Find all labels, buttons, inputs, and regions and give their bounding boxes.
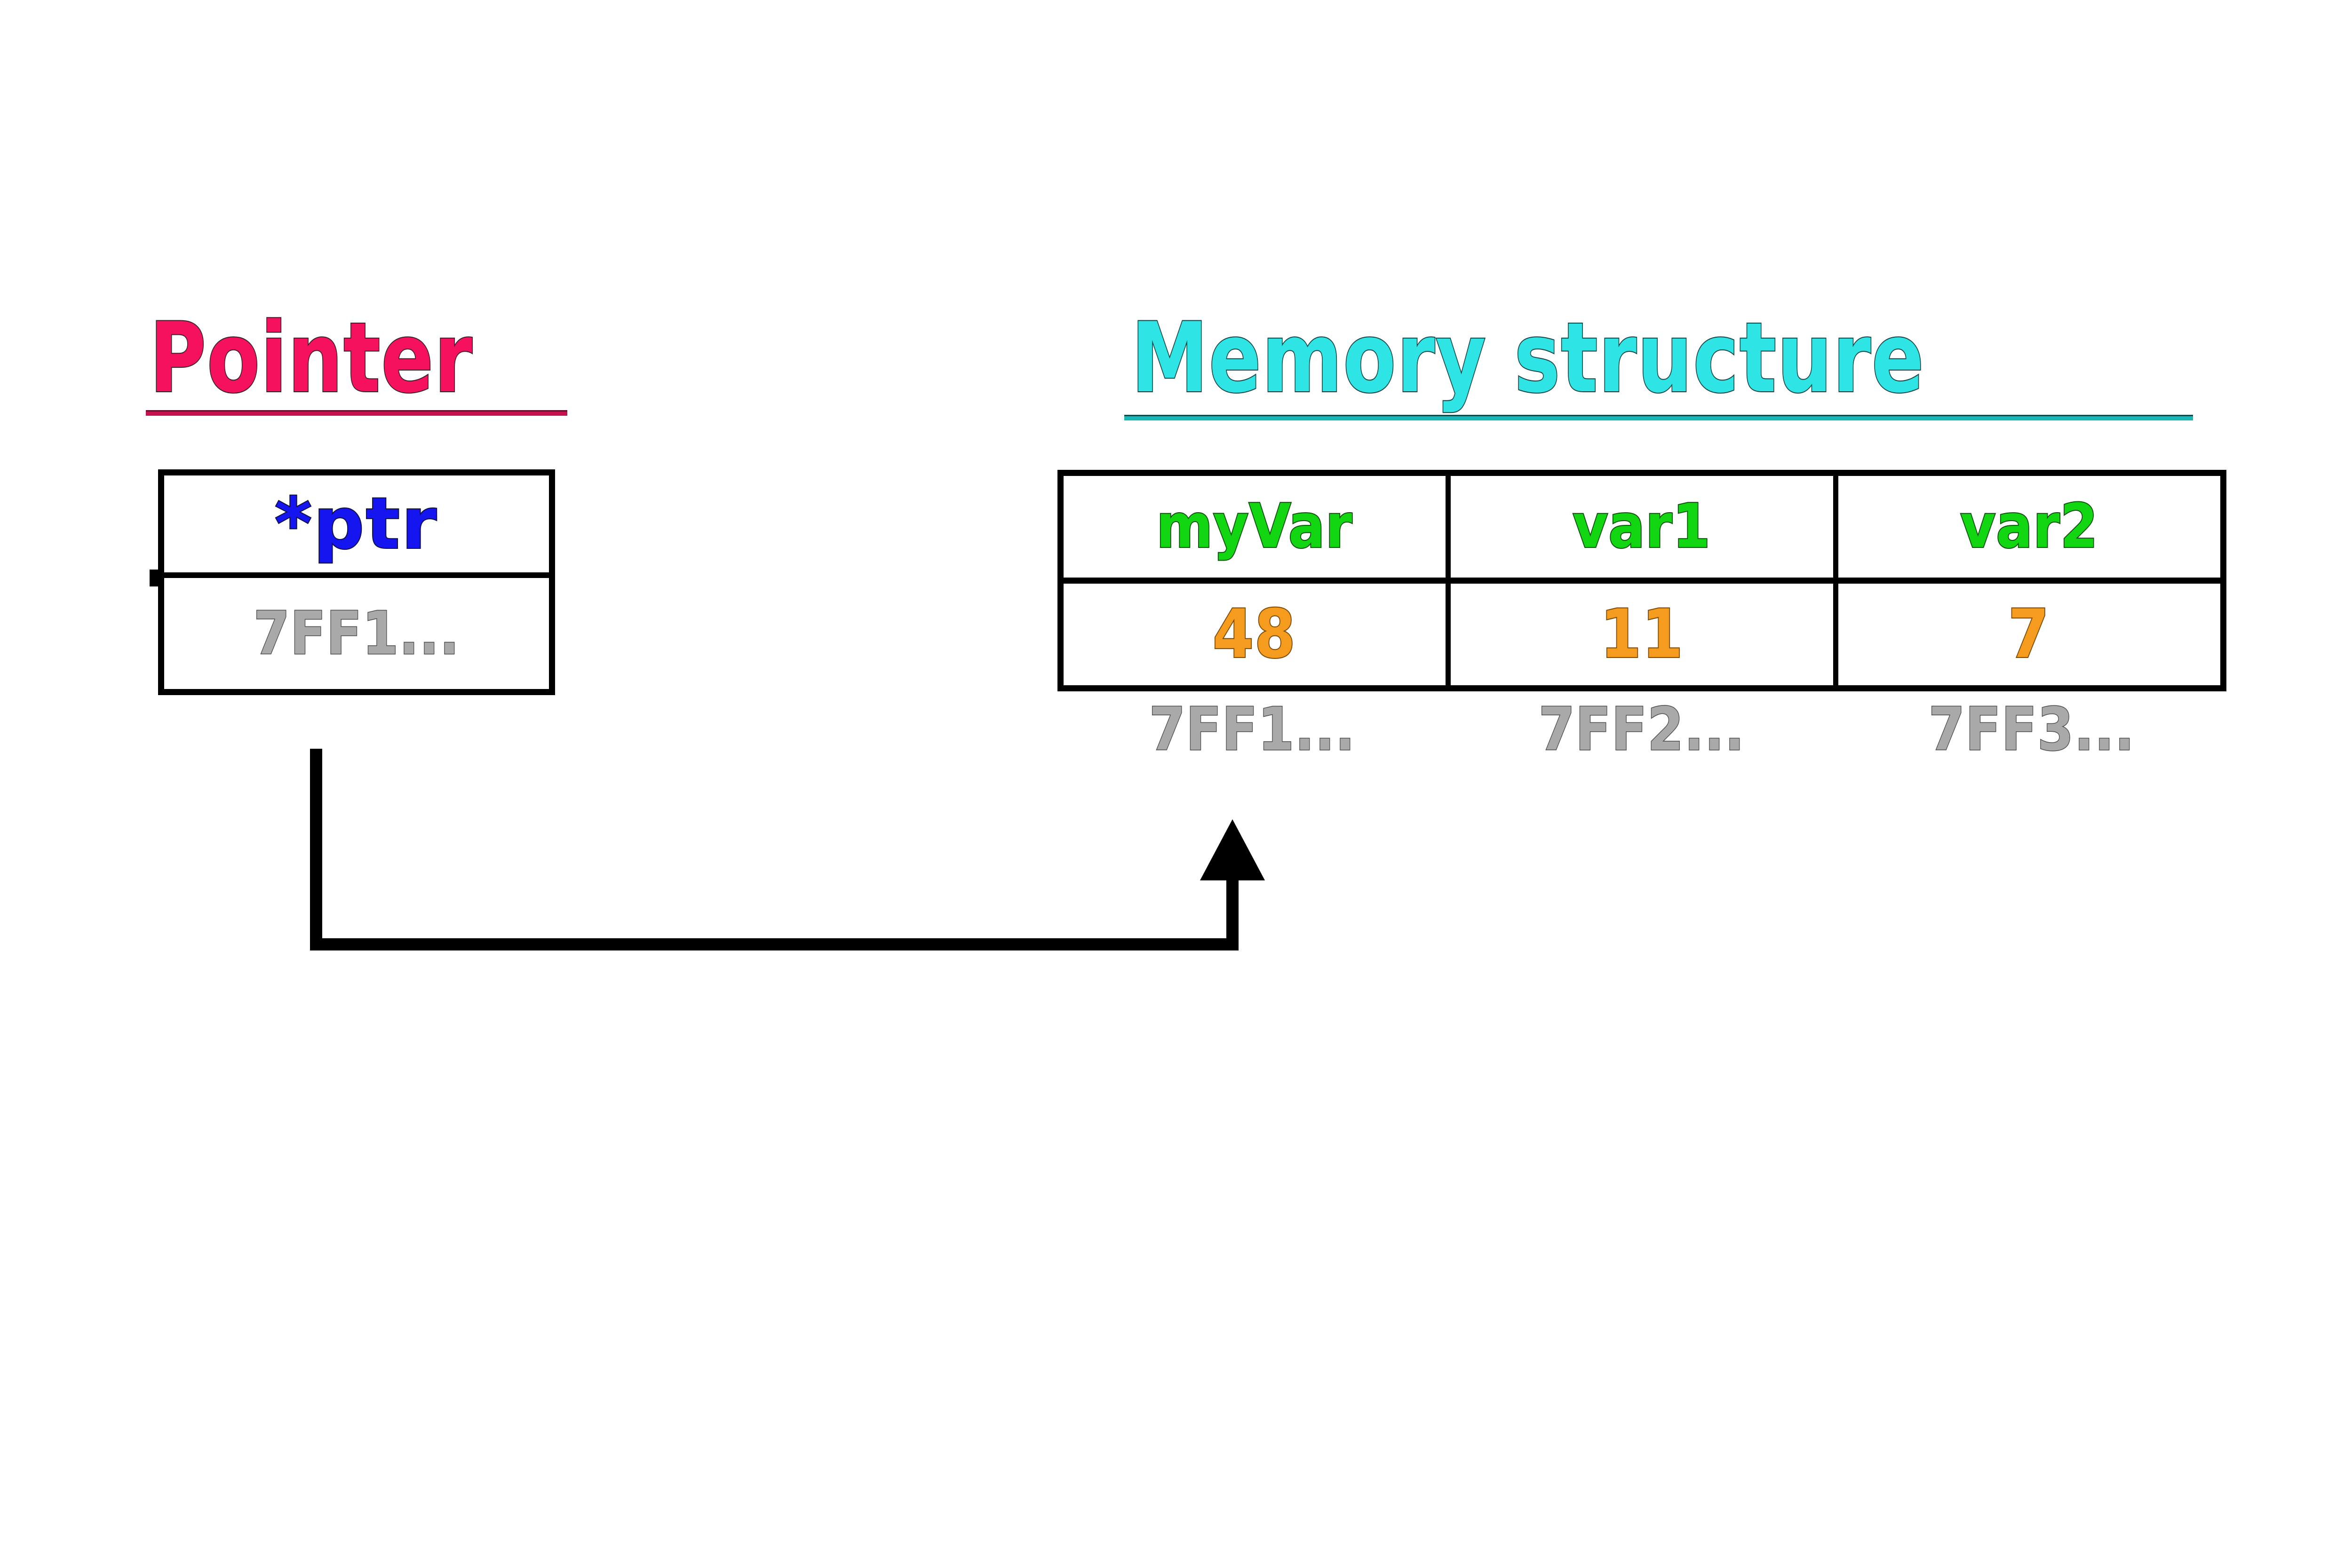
pointer-title-underline — [146, 410, 567, 416]
memory-cell-var1-name: var1 — [1451, 476, 1838, 578]
memory-table: myVar var1 var2 48 11 7 — [1057, 470, 2226, 691]
memory-cell-var2-value: 7 — [1838, 584, 2220, 685]
memory-section-title: Memory structure — [1130, 302, 1925, 414]
pointer-box: *ptr 7FF1... — [158, 469, 555, 695]
variable-name-label: var2 — [1959, 491, 2098, 562]
pointer-variable-label: *ptr — [274, 483, 438, 565]
memory-title-underline — [1124, 415, 2193, 420]
variable-name-label: myVar — [1156, 491, 1353, 562]
arrow-head-icon — [1200, 819, 1265, 880]
memory-address-label: 7FF2... — [1538, 695, 1745, 764]
memory-cell-var2-name: var2 — [1838, 476, 2220, 578]
memory-address-slot: 7FF3... — [1837, 695, 2226, 764]
memory-address-slot: 7FF2... — [1447, 695, 1836, 764]
pointer-section-title: Pointer — [149, 302, 473, 414]
pointer-box-divider-nub — [150, 570, 160, 586]
arrow-path — [310, 749, 1239, 950]
memory-address-slot: 7FF1... — [1057, 695, 1447, 764]
memory-address-label: 7FF3... — [1928, 695, 2135, 764]
variable-value-label: 11 — [1599, 595, 1684, 673]
pointer-stored-address: 7FF1... — [253, 599, 460, 668]
variable-value-label: 7 — [2008, 595, 2050, 673]
memory-cell-myvar-name: myVar — [1064, 476, 1451, 578]
memory-cell-var1-value: 11 — [1451, 584, 1838, 685]
memory-value-row: 48 11 7 — [1064, 584, 2220, 685]
memory-address-row: 7FF1... 7FF2... 7FF3... — [1057, 695, 2226, 764]
variable-name-label: var1 — [1572, 491, 1711, 562]
pointer-address-cell: 7FF1... — [164, 578, 549, 689]
memory-address-label: 7FF1... — [1149, 695, 1356, 764]
memory-cell-myvar-value: 48 — [1064, 584, 1451, 685]
memory-variable-row: myVar var1 var2 — [1064, 476, 2220, 584]
pointer-name-cell: *ptr — [164, 475, 549, 578]
variable-value-label: 48 — [1212, 595, 1296, 673]
